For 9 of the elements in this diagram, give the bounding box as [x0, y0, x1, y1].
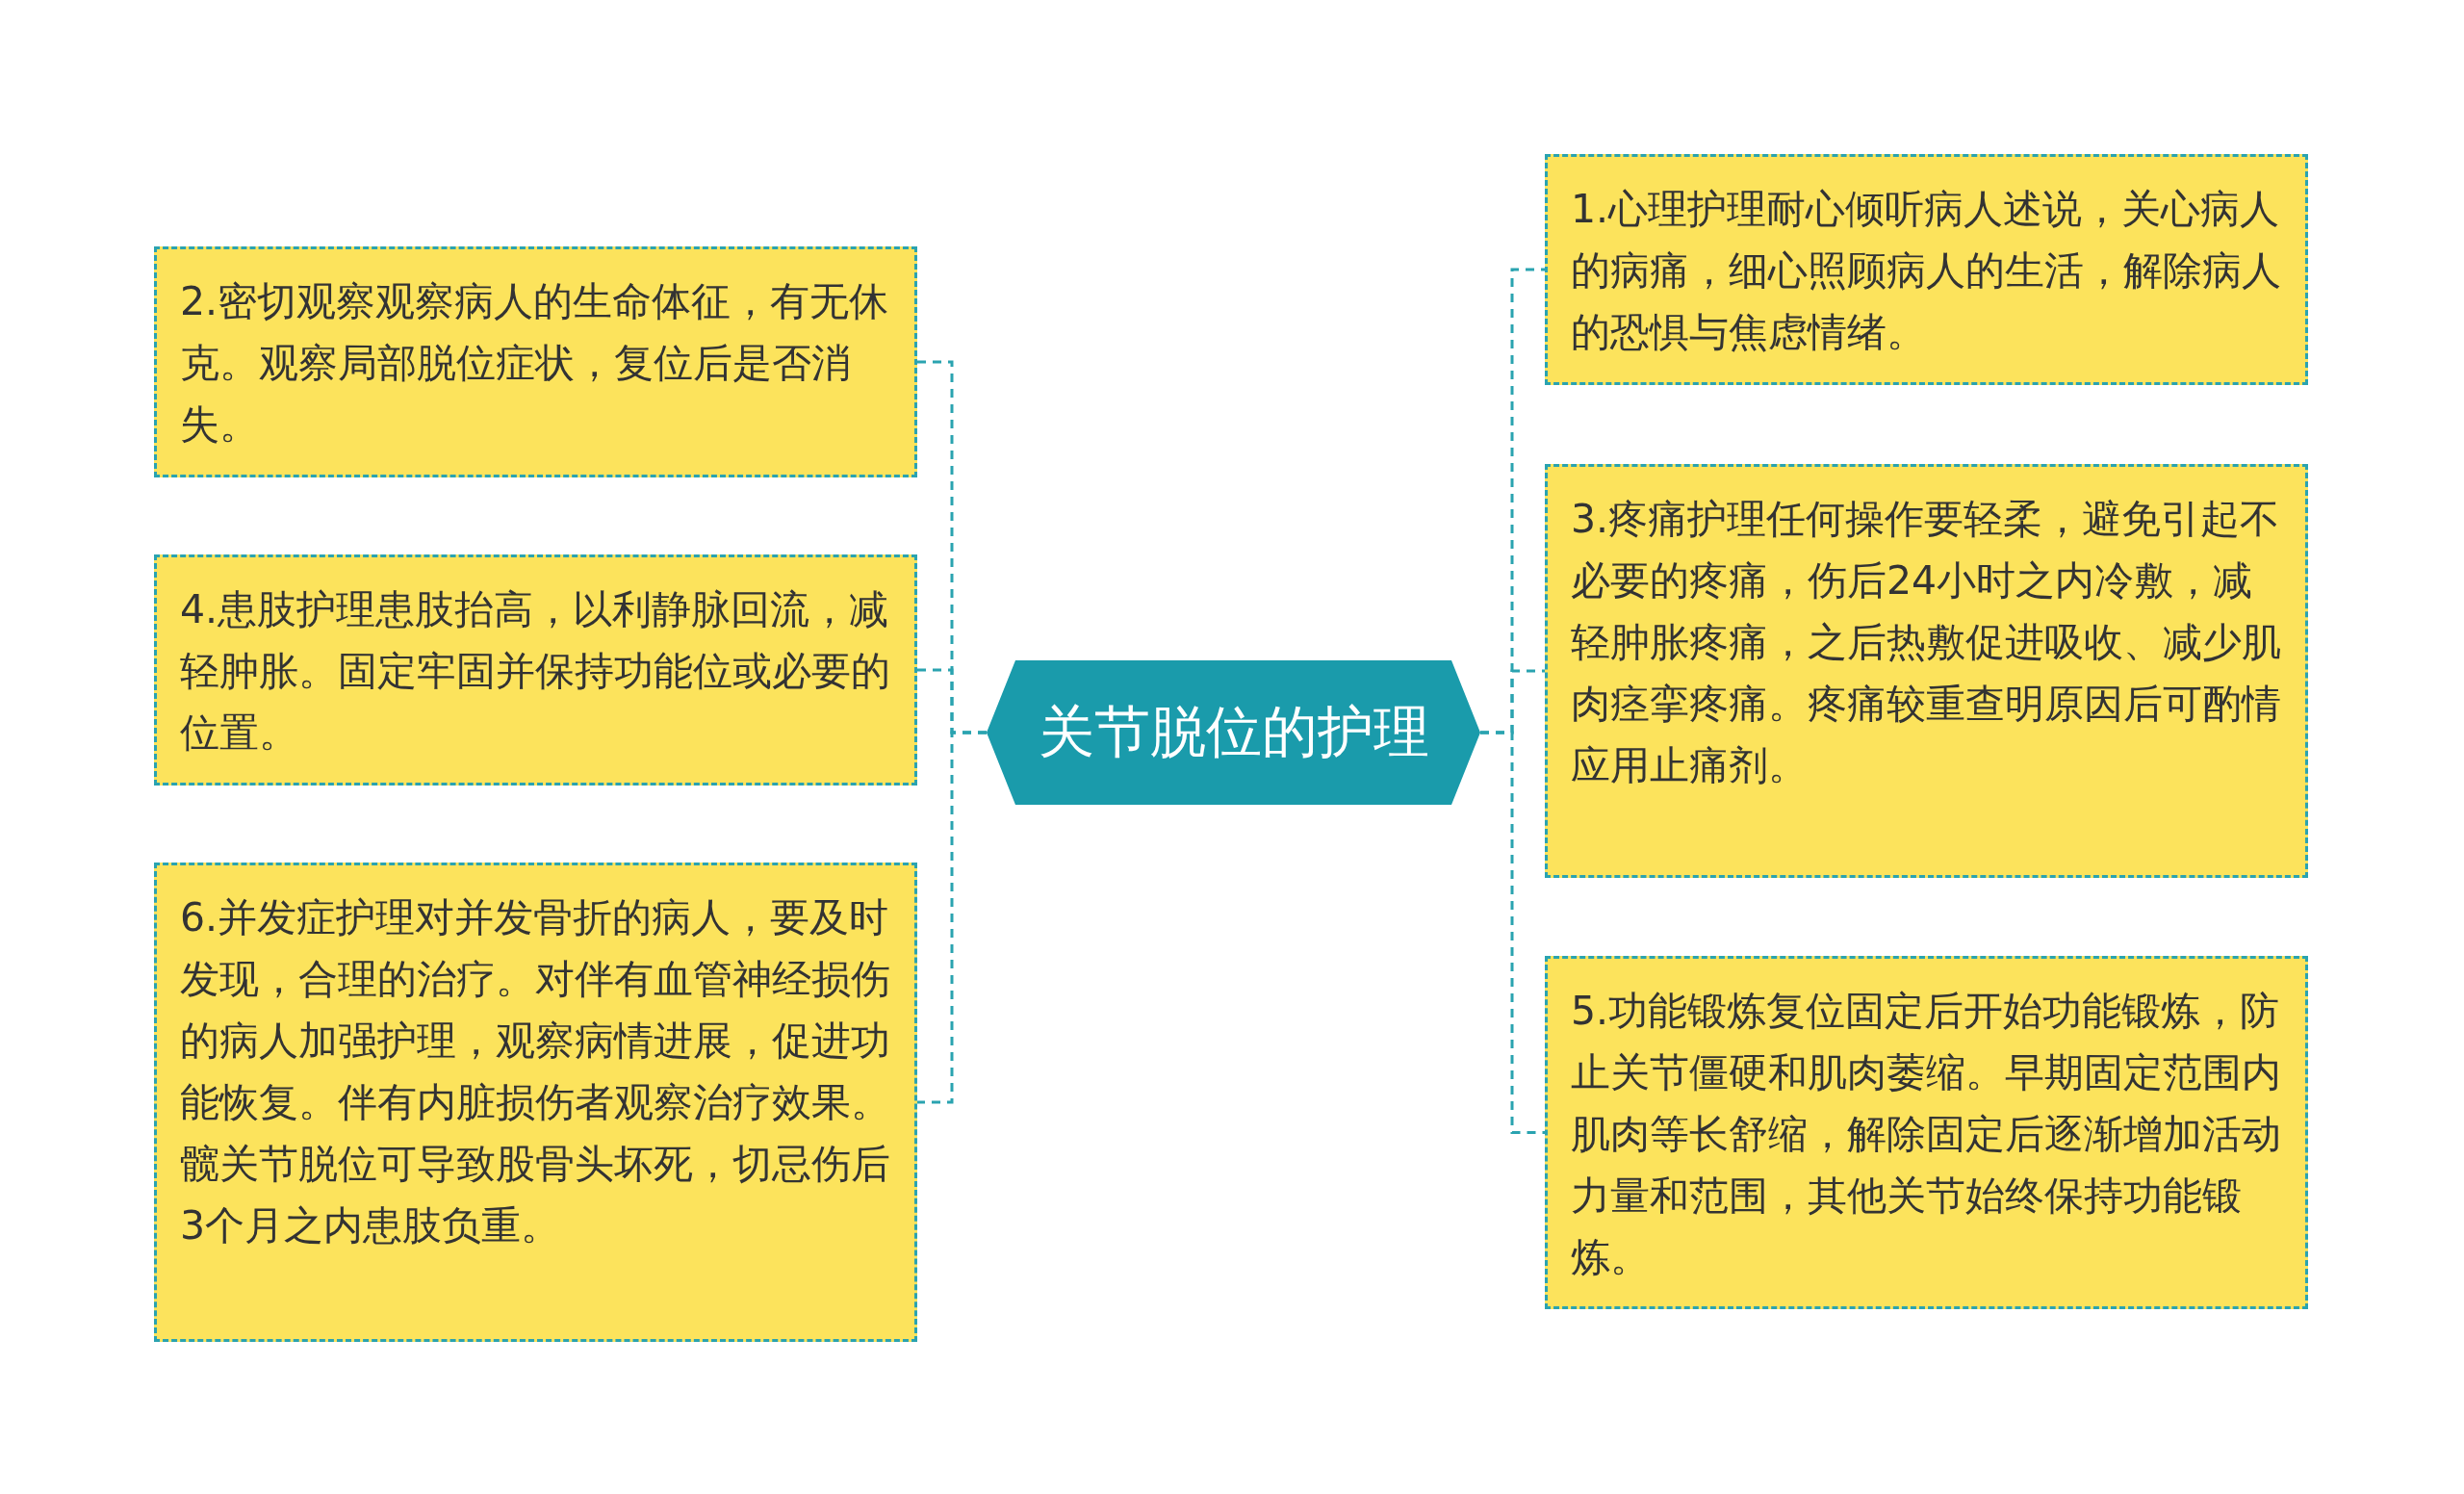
connector-line [1480, 731, 1545, 1134]
note-box: 6.并发症护理对并发骨折的病人，要及时发现，合理的治疗。对伴有血管神经损伤的病人加强护理，观察病情进展，促进功能恢复。伴有内脏损伤者观察治疗效果。髋关节脱位可导致股骨头坏死，切忌伤后3个月之内患肢负重。 [154, 863, 917, 1342]
note-box: 4.患肢护理患肢抬高，以利静脉回流，减轻肿胀。固定牢固并保持功能位或必要的位置。 [154, 554, 917, 786]
note-box: 3.疼痛护理任何操作要轻柔，避免引起不必要的疼痛，伤后24小时之内冷敷，减轻肿胀疼痛，之后热敷促进吸收、减少肌肉痉挛疼痛。疼痛较重查明原因后可酌情应用止痛剂。 [1545, 464, 2308, 878]
note-box: 5.功能锻炼复位固定后开始功能锻炼，防止关节僵硬和肌肉萎缩。早期固定范围内肌肉等长舒缩，解除固定后逐渐增加活动力量和范围，其他关节始终保持功能锻炼。 [1545, 956, 2308, 1309]
note-box: 1.心理护理耐心倾听病人述说，关心病人的病痛，细心照顾病人的生活，解除病人的恐惧与焦虑情绪。 [1545, 154, 2308, 385]
connector-line [917, 731, 987, 1104]
note-box: 2.密切观察观察病人的生命体征，有无休克。观察局部脱位症状，复位后是否消失。 [154, 246, 917, 477]
topic-hexagon: 关节脱位的护理 [987, 660, 1480, 805]
